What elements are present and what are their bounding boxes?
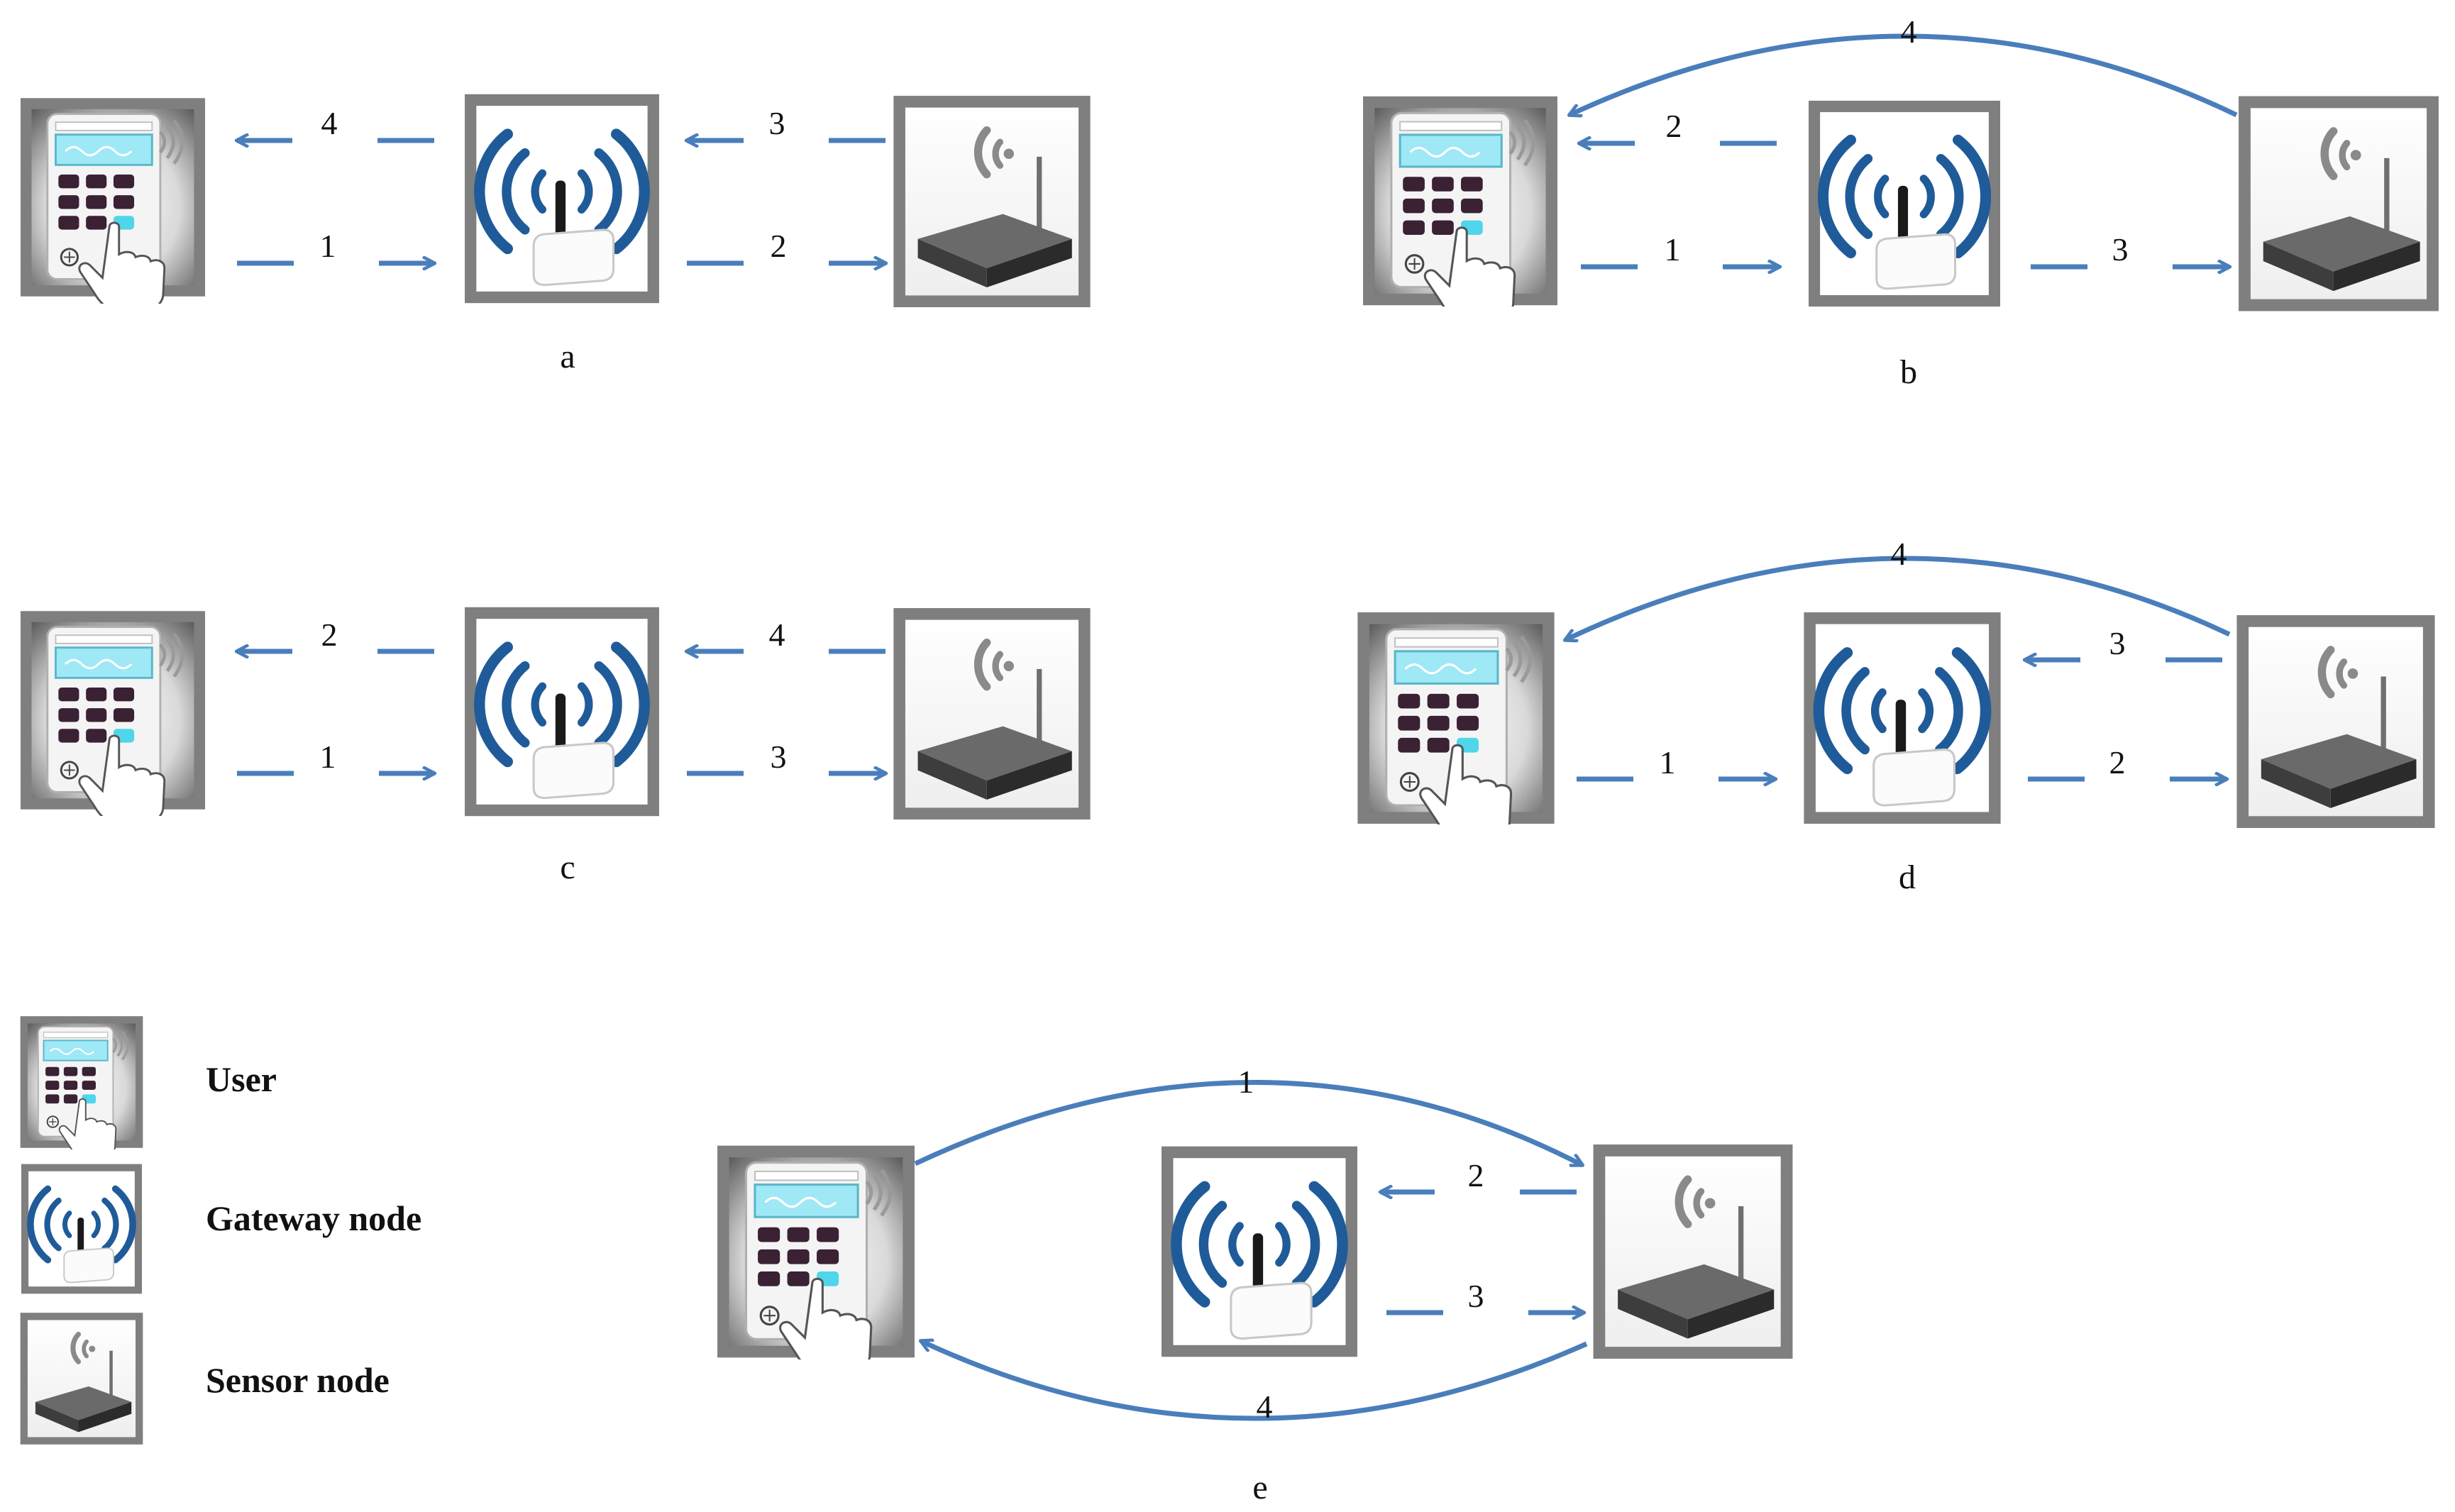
legend-gateway-label: Gateway node — [206, 1198, 421, 1238]
legend-gateway-icon — [25, 1168, 138, 1291]
step-label: 1 — [1238, 1064, 1254, 1100]
panel-d: 4 3 1 2 d — [1364, 536, 2429, 896]
step-label: 3 — [2109, 625, 2126, 661]
sensor-icon — [2244, 102, 2432, 305]
step-label: 4 — [321, 105, 338, 141]
sensor-icon — [900, 101, 1085, 301]
sensor-icon — [1599, 1150, 1787, 1352]
legend-user-icon — [24, 1020, 139, 1157]
panel-a: 4 1 3 2 a — [26, 100, 1085, 375]
step-label: 2 — [2109, 744, 2126, 780]
user-icon — [723, 1152, 908, 1373]
panel-caption: c — [560, 849, 575, 886]
arrow-sensor-to-user — [1565, 556, 2231, 640]
legend-user-label: User — [206, 1059, 277, 1099]
step-label: 1 — [320, 228, 336, 264]
panel-caption: a — [560, 338, 575, 375]
panel-caption: b — [1900, 353, 1917, 391]
step-label: 2 — [321, 617, 338, 653]
sensor-icon — [2243, 621, 2429, 822]
panel-e: 1 2 3 4 e — [723, 1064, 1787, 1506]
panel-b: 4 2 1 3 b — [1369, 13, 2432, 391]
step-label: 4 — [769, 617, 785, 653]
step-label: 1 — [1660, 744, 1676, 780]
step-label: 3 — [2112, 231, 2129, 267]
step-label: 1 — [320, 739, 336, 775]
arrow-sensor-to-user — [921, 1341, 1588, 1421]
sensor-icon — [900, 614, 1085, 813]
user-icon — [1364, 618, 1549, 839]
arrow-user-to-sensor — [914, 1080, 1582, 1168]
step-label: 4 — [1257, 1389, 1273, 1425]
legend-sensor-label: Sensor node — [206, 1360, 390, 1400]
step-label: 3 — [769, 105, 785, 141]
gateway-icon — [1810, 618, 1995, 817]
gateway-icon — [1814, 106, 1995, 301]
gateway-icon — [470, 613, 653, 810]
step-label: 2 — [1468, 1157, 1484, 1193]
step-label: 4 — [1891, 536, 1907, 572]
user-icon — [26, 104, 200, 311]
gateway-icon — [1167, 1152, 1351, 1351]
step-label: 2 — [1666, 108, 1682, 144]
arrow-sensor-to-user — [1569, 33, 2238, 115]
panel-caption: e — [1252, 1469, 1267, 1506]
gateway-icon — [470, 100, 653, 297]
user-icon — [26, 617, 200, 824]
step-label: 2 — [771, 228, 787, 264]
legend: User Gateway node Sensor node — [24, 1020, 421, 1440]
panel-c: 2 1 4 3 c — [26, 613, 1085, 886]
step-label: 3 — [771, 739, 787, 775]
panel-caption: d — [1899, 859, 1916, 896]
legend-sensor-icon — [24, 1316, 139, 1440]
step-label: 3 — [1468, 1278, 1484, 1314]
step-label: 4 — [1901, 13, 1917, 50]
step-label: 1 — [1665, 231, 1681, 267]
user-icon — [1369, 102, 1552, 321]
